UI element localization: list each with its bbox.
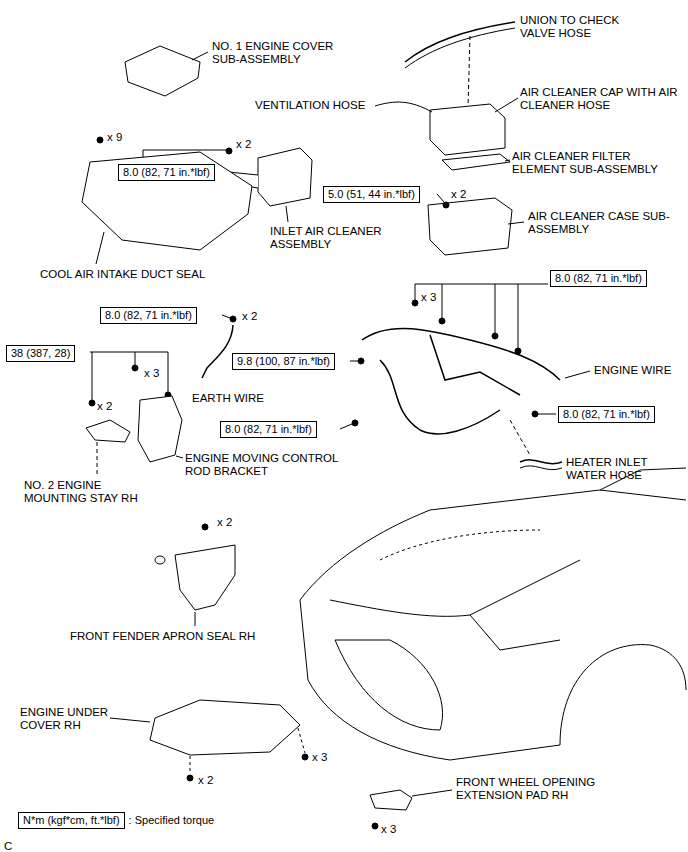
wire-harness: [430, 335, 520, 395]
heater-hose: [520, 460, 562, 464]
leader-line: [96, 232, 104, 264]
part-label: HEATER INLET WATER HOSE: [566, 456, 681, 482]
leader-line: [415, 284, 548, 285]
part-label: ENGINE UNDER COVER RH: [20, 706, 130, 732]
quantity-label: x 3: [381, 823, 396, 836]
engine-cover: [125, 46, 200, 96]
quantity-label: x 9: [107, 131, 122, 144]
legend-text: : Specified torque: [129, 814, 215, 827]
quantity-label: x 2: [236, 138, 251, 151]
wire-harness: [380, 360, 500, 434]
torque-value: 8.0 (82, 71 in.*lbf): [563, 408, 650, 420]
leader-line: [192, 52, 208, 60]
torque-box: 8.0 (82, 71 in.*lbf): [550, 270, 647, 287]
quantity-label: x 3: [421, 291, 436, 304]
inlet-air-cleaner: [258, 148, 312, 206]
torque-value: 9.8 (100, 87 in.*lbf): [237, 355, 330, 367]
part-label: COOL AIR INTAKE DUCT SEAL: [40, 268, 205, 281]
torque-box: 8.0 (82, 71 in.*lbf): [558, 406, 655, 423]
torque-box: 8.0 (82, 71 in.*lbf): [118, 164, 215, 181]
rod-bracket: [138, 396, 182, 462]
quantity-label: x 2: [217, 516, 232, 529]
part-label: FRONT FENDER APRON SEAL RH: [70, 630, 255, 643]
torque-box: 8.0 (82, 71 in.*lbf): [220, 421, 317, 438]
part-label: NO. 2 ENGINE MOUNTING STAY RH: [24, 479, 142, 505]
leader-line: [437, 194, 444, 202]
torque-box: 8.0 (82, 71 in.*lbf): [100, 307, 197, 324]
air-filter: [442, 154, 510, 170]
torque-value: 38 (387, 28): [11, 347, 70, 359]
leader-line: [468, 36, 470, 108]
torque-value: 8.0 (82, 71 in.*lbf): [123, 166, 210, 178]
part-label: C: [4, 840, 12, 852]
part-label: EARTH WIRE: [192, 392, 264, 405]
leader-line: [495, 98, 518, 112]
leader-line: [505, 160, 510, 161]
quantity-label: x 2: [198, 774, 213, 787]
ventilation-hose: [375, 102, 432, 112]
torque-value: 5.0 (51, 44 in.*lbf): [328, 188, 415, 200]
mounting-stay: [86, 420, 130, 442]
torque-value: 8.0 (82, 71 in.*lbf): [225, 423, 312, 435]
quantity-label: x 3: [312, 751, 327, 764]
quantity-label: x 3: [144, 367, 159, 380]
air-cleaner-case: [428, 198, 512, 255]
part-label: NO. 1 ENGINE COVER SUB-ASSEMBLY: [212, 40, 347, 66]
part-label: UNION TO CHECK VALVE HOSE: [520, 14, 630, 40]
under-cover: [150, 700, 300, 755]
bolt: [443, 202, 449, 208]
quantity-label: x 2: [97, 400, 112, 413]
part-label: VENTILATION HOSE: [255, 99, 365, 112]
torque-box: 38 (387, 28): [6, 345, 75, 362]
part-label: AIR CLEANER CAP WITH AIR CLEANER HOSE: [520, 86, 680, 112]
part-label: FRONT WHEEL OPENING EXTENSION PAD RH: [456, 776, 611, 802]
bolt: [97, 137, 103, 143]
apron-seal: [175, 545, 235, 610]
air-cleaner-cap: [430, 104, 505, 155]
wheel-pad: [370, 790, 412, 810]
leader-line: [286, 206, 288, 222]
duct-seal: [82, 152, 252, 250]
part-label: ENGINE MOVING CONTROL ROD BRACKET: [185, 452, 360, 478]
torque-value: 8.0 (82, 71 in.*lbf): [555, 272, 642, 284]
leader-line: [415, 284, 518, 348]
hose: [405, 28, 515, 68]
torque-value: 8.0 (82, 71 in.*lbf): [105, 309, 192, 321]
quantity-label: x 2: [242, 310, 257, 323]
hose: [405, 22, 515, 62]
bolt: [226, 148, 232, 154]
earth-wire: [202, 325, 233, 378]
quantity-label: x 2: [451, 188, 466, 201]
leader-line: [508, 222, 524, 224]
part-label: AIR CLEANER FILTER ELEMENT SUB-ASSEMBLY: [512, 150, 682, 176]
torque-box: 5.0 (51, 44 in.*lbf): [323, 186, 420, 203]
torque-legend-box: N*m (kgf*cm, ft.*lbf): Specified torque: [18, 812, 125, 829]
torque-box: 9.8 (100, 87 in.*lbf): [232, 353, 335, 370]
wire-harness: [362, 328, 560, 380]
heater-hose: [520, 466, 562, 470]
leader-line: [90, 352, 168, 400]
part-label: AIR CLEANER CASE SUB-ASSEMBLY: [528, 210, 678, 236]
vehicle-outline: [300, 468, 686, 760]
part-label: ENGINE WIRE: [594, 364, 671, 377]
part-label: INLET AIR CLEANER ASSEMBLY: [270, 225, 410, 251]
torque-value: N*m (kgf*cm, ft.*lbf): [23, 814, 120, 826]
